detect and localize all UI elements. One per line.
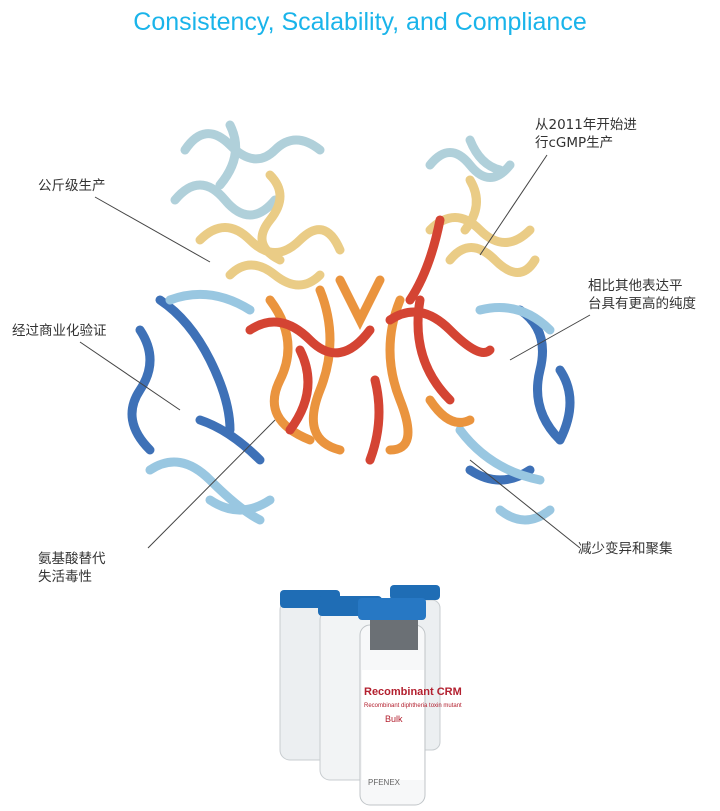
- label-cgmp-line1: 从2011年开始进: [535, 117, 637, 133]
- label-cgmp-line2: 行cGMP生产: [535, 135, 614, 151]
- label-purity-line2: 台具有更高的纯度: [588, 296, 696, 312]
- label-amino-line1: 氨基酸替代: [38, 551, 106, 567]
- vial-product-label: Recombinant CRM: [364, 686, 462, 698]
- label-variation: 减少变异和聚集: [578, 541, 673, 557]
- vial-brand: PFENEX: [368, 778, 401, 787]
- vials-photo: Recombinant CRM Recombinant diphtheria t…: [279, 585, 462, 806]
- vial-grade: Bulk: [385, 714, 403, 724]
- label-kg-scale: 公斤级生产: [38, 178, 106, 194]
- label-purity-line1: 相比其他表达平: [588, 278, 683, 294]
- label-amino-line2: 失活毒性: [38, 569, 92, 585]
- vial-subtitle: Recombinant diphtheria toxin mutant: [364, 703, 462, 709]
- leader-lines: [79, 154, 591, 549]
- helix-cluster-top-left: [170, 120, 325, 220]
- page-title: Consistency, Scalability, and Compliance: [133, 8, 587, 36]
- label-commercial: 经过商业化验证: [12, 323, 107, 339]
